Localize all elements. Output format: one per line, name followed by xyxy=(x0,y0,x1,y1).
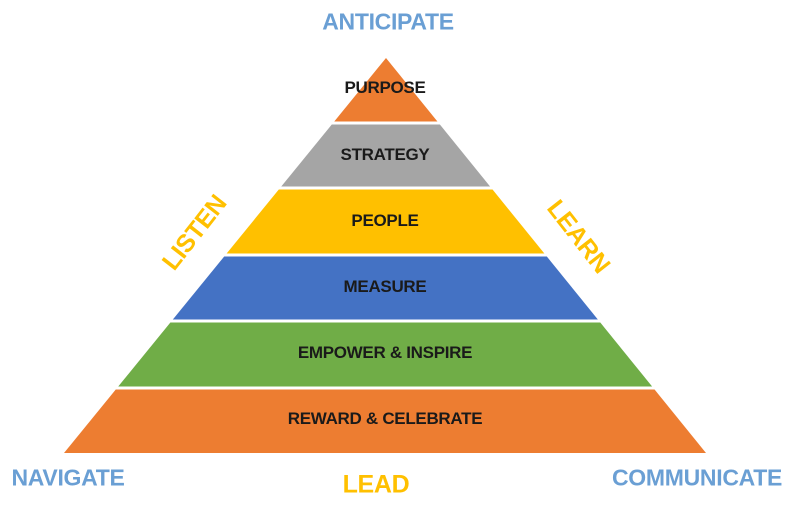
label-lead: LEAD xyxy=(342,470,410,499)
layer-label-empower-inspire: EMPOWER & INSPIRE xyxy=(297,343,473,362)
pyramid-layer-strategy xyxy=(281,124,491,187)
label-anticipate: ANTICIPATE xyxy=(322,8,454,35)
label-communicate: COMMUNICATE xyxy=(611,464,783,491)
pyramid-layer-people xyxy=(226,189,545,254)
layer-label-measure: MEASURE xyxy=(343,277,427,296)
pyramid-layer-measure xyxy=(172,256,598,320)
layer-label-purpose: PURPOSE xyxy=(344,78,426,97)
label-navigate: NAVIGATE xyxy=(11,464,125,491)
pyramid-layer-empower-inspire xyxy=(118,322,653,387)
pyramid-layer-purpose xyxy=(334,58,438,122)
layer-label-people: PEOPLE xyxy=(351,211,419,230)
layer-label-reward-celebrate: REWARD & CELEBRATE xyxy=(287,409,483,428)
layer-label-strategy: STRATEGY xyxy=(340,145,430,164)
pyramid-layer-reward-celebrate xyxy=(64,389,706,453)
